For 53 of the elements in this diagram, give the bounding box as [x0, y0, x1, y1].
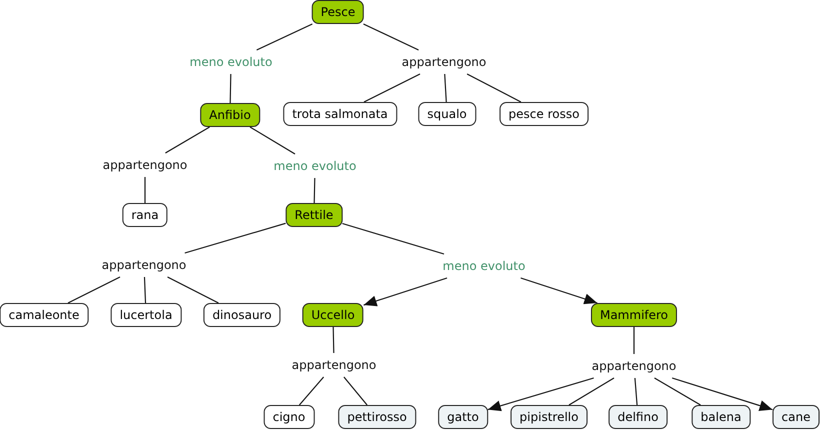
connector-line — [144, 276, 146, 304]
linking-phrase: meno evoluto — [190, 54, 272, 70]
connector-line — [633, 327, 635, 354]
connector-line — [184, 222, 286, 254]
concept-box: rana — [122, 203, 168, 227]
concept-box: pettirosso — [338, 405, 416, 429]
concept-box: Rettile — [286, 203, 342, 227]
connector-line — [167, 276, 219, 304]
linking-phrase: appartengono — [592, 358, 676, 374]
concept-box: pipistrello — [510, 405, 588, 429]
connector-line — [654, 378, 701, 406]
linking-phrase: appartengono — [102, 157, 188, 173]
concept-box: camaleonte — [0, 303, 88, 327]
connector-line — [568, 378, 614, 406]
concept-box: Mammifero — [590, 303, 678, 327]
arrow — [520, 277, 598, 304]
linking-phrase: meno evoluto — [274, 158, 356, 174]
connector-line — [230, 74, 232, 104]
connector-line — [250, 126, 296, 154]
concept-box: squalo — [418, 102, 476, 126]
connector-line — [363, 24, 419, 50]
connector-line — [444, 74, 447, 102]
linking-phrase: appartengono — [402, 54, 486, 70]
connector-line — [165, 126, 210, 154]
concept-box: Uccello — [302, 303, 364, 327]
concept-box: gatto — [438, 405, 488, 429]
concept-box: dinosauro — [203, 303, 281, 327]
connector-line — [364, 74, 420, 102]
connector-line — [314, 178, 316, 204]
connector-line — [298, 376, 324, 406]
linking-phrase: appartengono — [102, 257, 186, 273]
connector-line — [68, 276, 120, 304]
arrow — [488, 377, 594, 412]
linking-phrase: meno evoluto — [442, 258, 526, 274]
concept-box: lucertola — [110, 303, 182, 327]
concept-box: Pesce — [312, 0, 364, 24]
connector-line — [332, 326, 334, 354]
linking-phrase: appartengono — [292, 357, 376, 373]
concept-box: delfino — [608, 405, 668, 429]
concept-box: cigno — [264, 405, 314, 429]
concept-box: balena — [692, 405, 750, 429]
concept-box: Anfibio — [200, 103, 260, 127]
connector-line — [342, 222, 444, 255]
connector-line — [634, 378, 638, 406]
connector-line — [144, 177, 146, 203]
connector-line — [344, 376, 368, 406]
concept-box: trota salmonata — [283, 102, 397, 126]
concept-box: pesce rosso — [500, 102, 588, 126]
arrow — [364, 277, 448, 306]
connector-line — [256, 24, 313, 50]
connector-line — [466, 74, 522, 102]
concept-box: cane — [772, 405, 820, 429]
arrow — [672, 377, 773, 411]
